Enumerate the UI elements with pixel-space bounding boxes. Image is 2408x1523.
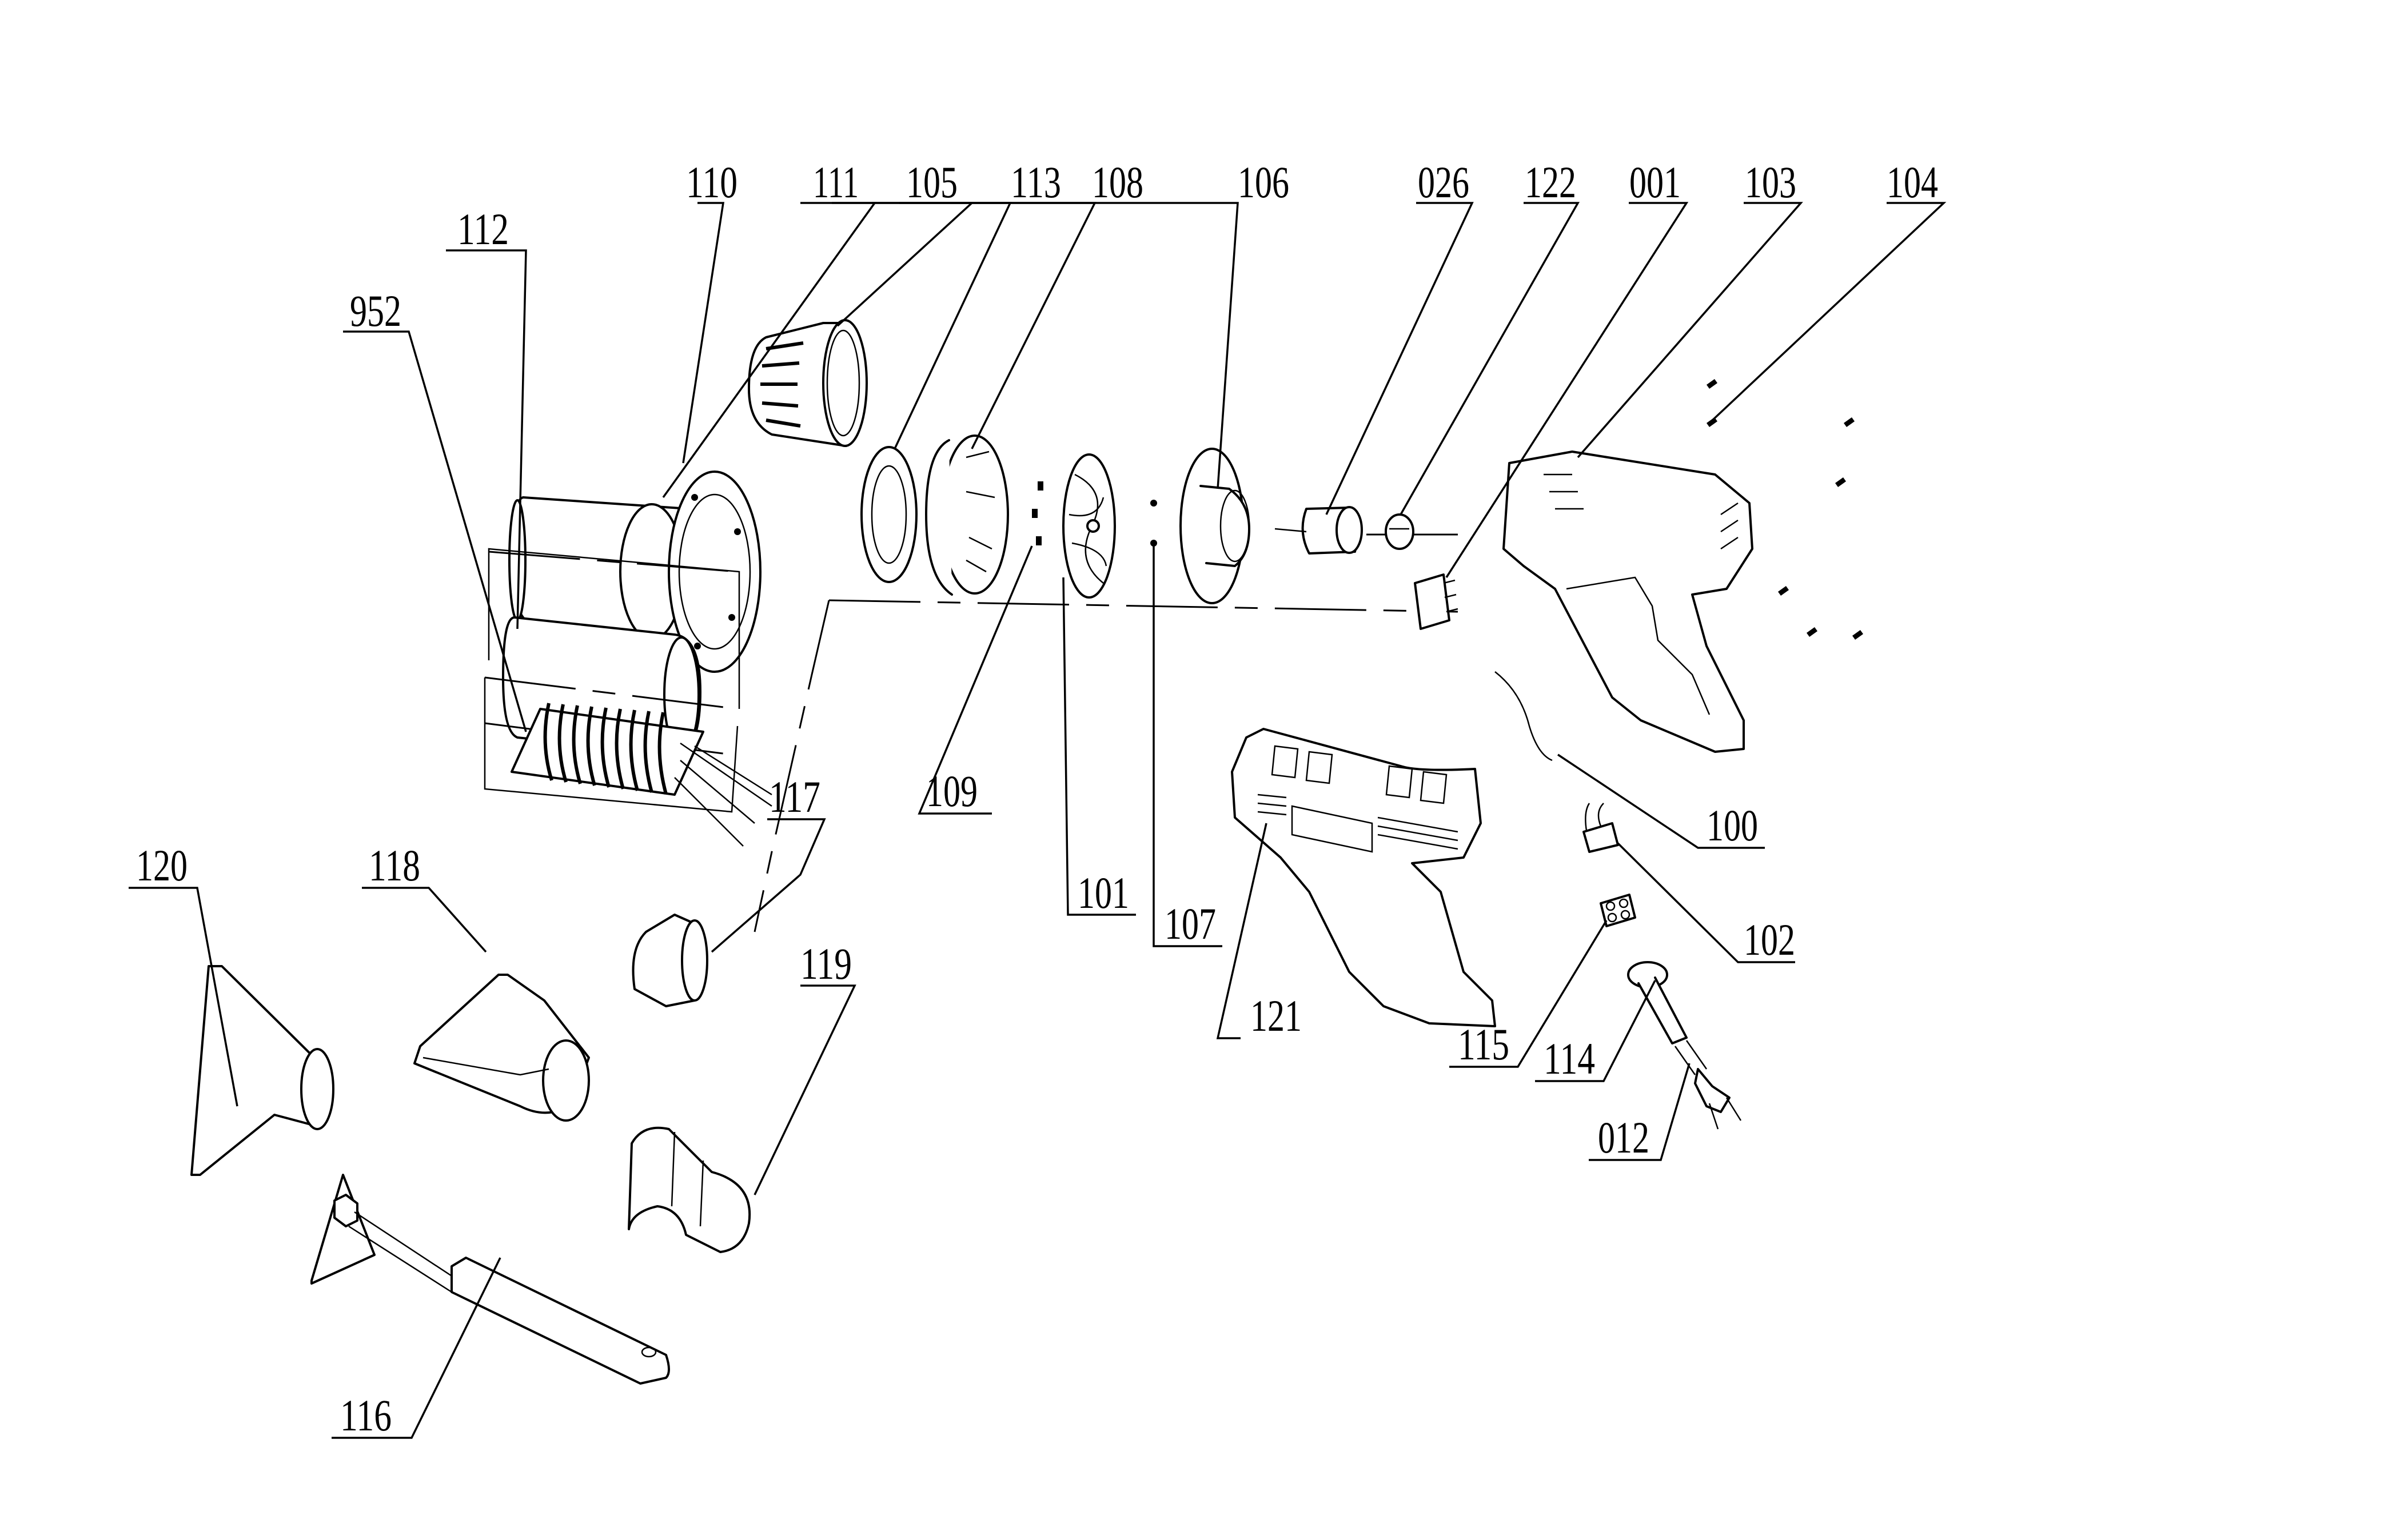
motor-bracket: [1179, 448, 1250, 604]
leader-117: [711, 818, 826, 953]
callout-026: 026: [1418, 157, 1469, 207]
callout-labels: 110 111 105 113 108 106 026 122 001 103 …: [136, 157, 1938, 1440]
leader-103: [1577, 202, 1803, 459]
callout-122: 122: [1525, 157, 1576, 207]
callout-106: 106: [1238, 157, 1289, 207]
callout-117: 117: [769, 772, 820, 822]
leader-026: [1325, 202, 1474, 515]
cable-sleeve-and-plug: [1627, 961, 1742, 1130]
housing-screws: [1707, 379, 1863, 640]
callout-104: 104: [1887, 157, 1938, 207]
reducer-nozzle: [632, 914, 708, 1007]
leader-012: [1589, 1063, 1691, 1161]
leader-118: [362, 887, 487, 953]
nozzle-ring: [748, 319, 868, 447]
callout-113: 113: [1011, 157, 1061, 207]
heating-element: [511, 703, 772, 847]
flange-gasket: [860, 446, 918, 583]
callout-108: 108: [1092, 157, 1143, 207]
leader-114: [1535, 980, 1656, 1082]
callout-118: 118: [369, 840, 420, 890]
callout-121: 100: [1707, 800, 1758, 850]
leader-105: [832, 202, 975, 327]
callout-111: 111: [813, 157, 859, 207]
callout-105: 105: [906, 157, 958, 207]
fan-impeller: [1062, 453, 1116, 599]
flat-nozzle: [190, 965, 334, 1176]
leader-106: [950, 202, 1239, 489]
callout-102: 121: [1250, 991, 1302, 1040]
leader-119: [754, 984, 856, 1195]
heating-tube-assembly: [508, 471, 762, 673]
callout-107: 107: [1165, 899, 1216, 948]
spacer-washer: [1385, 513, 1414, 550]
motor: [1274, 506, 1363, 555]
switch: [1414, 573, 1458, 630]
leader-100: [1617, 842, 1795, 963]
callout-110: 110: [686, 157, 737, 207]
leader-112: [446, 249, 527, 629]
callout-119: 119: [800, 939, 852, 988]
glass-protector-nozzle: [413, 974, 590, 1122]
parts-layer: [190, 319, 1863, 1385]
scraper: [310, 1174, 670, 1385]
callout-115: 115: [1458, 1019, 1509, 1069]
callout-103: 103: [1745, 157, 1796, 207]
callout-100: 102: [1744, 915, 1795, 964]
callout-120: 120: [136, 840, 188, 890]
fan-housing: [925, 434, 1009, 596]
leader-115: [1449, 920, 1608, 1068]
callout-001: 001: [1629, 157, 1681, 207]
callout-114: 114: [1544, 1034, 1595, 1083]
leader-952: [343, 330, 527, 732]
leader-120: [129, 887, 238, 1107]
callout-101: 101: [1078, 868, 1129, 918]
leader-109: [918, 545, 1033, 815]
reflector-nozzle: [628, 1126, 751, 1253]
small-screws: [1032, 481, 1157, 547]
callout-012: 012: [1598, 1113, 1649, 1162]
callout-112: 112: [457, 204, 509, 254]
leader-121: [1557, 753, 1765, 849]
callout-952: 952: [350, 286, 401, 336]
leader-107: [1153, 546, 1222, 947]
leader-102: [1216, 823, 1267, 1039]
wire: [1494, 671, 1553, 761]
callout-109: 109: [926, 766, 978, 816]
leader-110: [682, 202, 725, 464]
leader-lines: [129, 202, 1947, 1439]
leader-101: [1062, 577, 1136, 916]
leader-116: [332, 1257, 501, 1439]
left-housing: [1231, 728, 1496, 1027]
callout-116: 116: [340, 1390, 392, 1440]
leader-108: [899, 202, 1097, 449]
leader-001: [1445, 202, 1689, 578]
leader-104: [1708, 202, 1947, 424]
right-housing: [1502, 450, 1753, 753]
terminal-block: [1600, 894, 1636, 927]
thermal-fuse: [1582, 803, 1619, 853]
leader-122: [1400, 202, 1580, 515]
